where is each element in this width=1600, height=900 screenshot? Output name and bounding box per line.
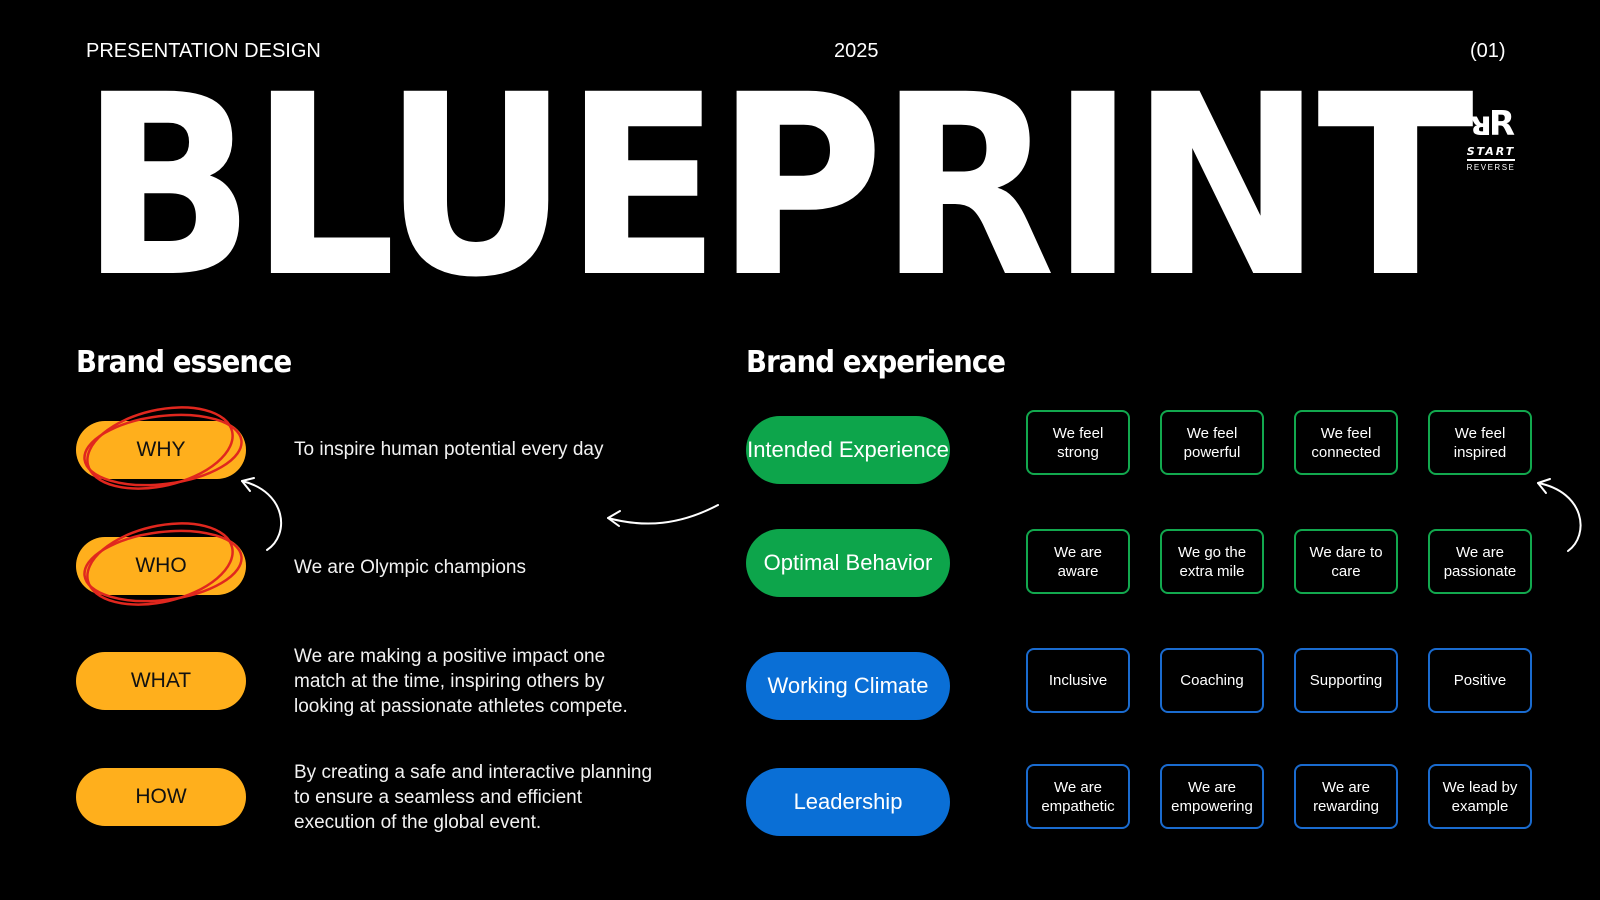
page-title: BLUEPRINT — [80, 41, 1474, 332]
experience-box: We feel inspired — [1428, 410, 1532, 475]
experience-pill-intended: Intended Experience — [746, 416, 950, 484]
who-circle-annotation — [83, 522, 243, 606]
experience-box: We are rewarding — [1294, 764, 1398, 829]
experience-box: Supporting — [1294, 648, 1398, 713]
logo-mark: ᴚR — [1469, 104, 1515, 144]
experience-box: We go the extra mile — [1160, 529, 1264, 594]
essence-text-why: To inspire human potential every day — [294, 439, 604, 460]
essence-text-who: We are Olympic champions — [294, 557, 526, 578]
essence-pill-why: WHY — [76, 421, 246, 479]
experience-box: We are empathetic — [1026, 764, 1130, 829]
brand-essence-heading: Brand essence — [76, 345, 292, 380]
header-label: PRESENTATION DESIGN — [86, 40, 321, 62]
experience-box: We lead by example — [1428, 764, 1532, 829]
experience-box: Positive — [1428, 648, 1532, 713]
experience-box: We feel strong — [1026, 410, 1130, 475]
brand-logo: ᴚR START REVERSE — [1456, 106, 1526, 172]
curved-arrow-icon — [1537, 478, 1582, 552]
essence-text-what: We are making a positive impact one matc… — [294, 646, 628, 717]
experience-pill-optimal: Optimal Behavior — [746, 529, 950, 597]
why-circle-annotation — [83, 406, 243, 490]
essence-pill-what: WHAT — [76, 652, 246, 710]
experience-box: We are passionate — [1428, 529, 1532, 594]
experience-box: We feel connected — [1294, 410, 1398, 475]
experience-pill-climate: Working Climate — [746, 652, 950, 720]
essence-pill-how: HOW — [76, 768, 246, 826]
experience-pill-leadership: Leadership — [746, 768, 950, 836]
header-year: 2025 — [834, 40, 879, 62]
logo-reverse-text: REVERSE — [1466, 163, 1516, 172]
curved-arrow-icon — [241, 477, 283, 551]
experience-box: We dare to care — [1294, 529, 1398, 594]
experience-box: We feel powerful — [1160, 410, 1264, 475]
page-number: (01) — [1470, 40, 1506, 62]
brand-experience-heading: Brand experience — [746, 345, 1006, 380]
logo-start-text: START — [1466, 145, 1516, 161]
curved-arrow-icon — [607, 504, 719, 527]
experience-box: We are aware — [1026, 529, 1130, 594]
experience-box: Coaching — [1160, 648, 1264, 713]
experience-box: Inclusive — [1026, 648, 1130, 713]
essence-text-how: By creating a safe and interactive plann… — [294, 762, 653, 833]
experience-box: We are empowering — [1160, 764, 1264, 829]
